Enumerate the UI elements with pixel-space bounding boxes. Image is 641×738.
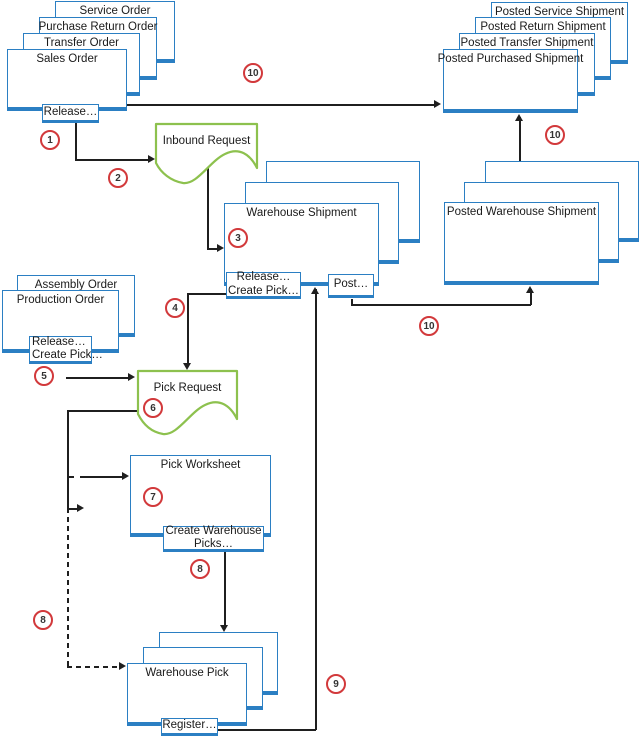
button-label: Release… [43, 105, 98, 118]
arrowhead-into-pick-worksheet [122, 472, 129, 480]
arrowhead-into-posted-ws-bottom [526, 286, 534, 293]
box-title: Sales Order [36, 53, 98, 65]
create-warehouse-picks-button[interactable]: Create Warehouse Picks… [163, 524, 264, 552]
box-posted-purchased-shipment: Posted Purchased Shipment [438, 49, 583, 113]
step-badge-7: 7 [143, 487, 163, 507]
button-label-line2: Create Pick… [32, 349, 103, 361]
box-title: Posted Return Shipment [480, 21, 606, 33]
step-badge-1: 1 [40, 130, 60, 150]
box-sales-order: Sales Order [7, 49, 127, 111]
register-button-warehouse-pick[interactable]: Register… [161, 718, 218, 736]
step-badge-10c: 10 [419, 316, 439, 336]
button-label-line1: Create Warehouse [165, 524, 262, 537]
arrowhead-into-warehouse-pick-top [220, 625, 228, 632]
box-warehouse-pick: Warehouse Pick [127, 663, 247, 726]
box-title: Posted Service Shipment [494, 6, 625, 18]
arrowhead-into-warehouse-shipment-bottom [311, 287, 319, 294]
box-title: Posted Purchased Shipment [437, 53, 584, 65]
step-badge-6: 6 [143, 398, 163, 418]
line-to-pickworksheet-a [67, 476, 74, 478]
box-title: Service Order [79, 5, 151, 17]
line-to-pickworksheet-b [80, 476, 122, 478]
step-badge-4: 4 [165, 298, 185, 318]
line-branch-short [67, 508, 77, 510]
document-pick-request: Pick Request [136, 369, 239, 440]
dashed-line-to-warehousepick-h [67, 666, 119, 668]
box-posted-warehouse-shipment: Posted Warehouse Shipment [444, 202, 599, 285]
dashed-line-to-warehousepick-v [67, 508, 69, 666]
line-post-v2 [530, 289, 532, 305]
document-shape [154, 122, 259, 185]
line-post-v1 [351, 299, 353, 305]
box-title: Warehouse Shipment [246, 207, 357, 219]
line-release-to-inbound-h [75, 159, 148, 161]
box-title: Assembly Order [34, 279, 118, 291]
box-title: Posted Warehouse Shipment [446, 206, 597, 218]
step-badge-8: 8 [190, 559, 210, 579]
arrowhead-into-posted-purchased-bottom [515, 114, 523, 121]
line-orders-to-posted-shipments [127, 104, 434, 106]
line-register-h [218, 729, 316, 731]
release-create-pick-button-warehouse-shipment[interactable]: Release… Create Pick… [226, 271, 301, 299]
line-ws-createpick-h [187, 293, 226, 295]
arrowhead-into-pick-request-top [183, 363, 191, 370]
box-title: Pick Worksheet [160, 459, 241, 471]
button-label-line1: Release… [236, 271, 291, 284]
arrowhead-into-posted-purchased-shipment [434, 100, 441, 108]
line-release-to-inbound-v [75, 122, 77, 159]
step-badge-8b: 8 [33, 610, 53, 630]
post-button-warehouse-shipment[interactable]: Post… [328, 274, 374, 298]
document-shape [136, 369, 239, 436]
line-createpicks-to-warehousepick [224, 551, 226, 626]
arrowhead-branch-short [77, 504, 84, 512]
arrowhead-into-warehouse-pick-left [119, 662, 126, 670]
step-badge-5: 5 [34, 366, 54, 386]
button-label-line2: Picks… [194, 538, 233, 550]
line-pickrequest-out-h [67, 410, 137, 412]
box-title: Warehouse Pick [145, 667, 229, 679]
line-inbound-to-ws-v [207, 162, 209, 248]
step-badge-10: 10 [243, 63, 263, 83]
line-prod-to-pickrequest [66, 377, 128, 379]
line-pickrequest-down-v [67, 410, 69, 508]
button-label-line2: Create Pick… [228, 284, 299, 297]
line-post-h [351, 304, 531, 306]
step-badge-3: 3 [228, 228, 248, 248]
release-create-pick-button-production-order[interactable]: Release… Create Pick… [29, 335, 103, 364]
release-button-sales-order[interactable]: Release… [42, 104, 99, 123]
line-register-v [315, 289, 317, 730]
box-title: Posted Transfer Shipment [460, 37, 594, 49]
document-inbound-request: Inbound Request [154, 122, 259, 189]
button-label: Post… [333, 278, 369, 291]
button-label-line1: Release… [32, 335, 86, 348]
button-label: Register… [162, 719, 217, 732]
step-badge-10b: 10 [545, 125, 565, 145]
step-badge-2: 2 [108, 168, 128, 188]
line-inbound-to-ws-h [207, 248, 217, 250]
arrowhead-into-inbound-request [148, 155, 155, 163]
box-title: Transfer Order [44, 37, 119, 49]
line-postedws-up [519, 117, 521, 162]
line-ws-createpick-v [187, 293, 189, 363]
document-label: Inbound Request [162, 135, 251, 147]
arrowhead-into-warehouse-shipment [217, 244, 224, 252]
box-title: Purchase Return Order [38, 21, 158, 33]
step-badge-9: 9 [326, 674, 346, 694]
box-title: Production Order [16, 294, 105, 306]
arrowhead-into-pick-request-left [128, 373, 135, 381]
document-label: Pick Request [153, 382, 222, 394]
